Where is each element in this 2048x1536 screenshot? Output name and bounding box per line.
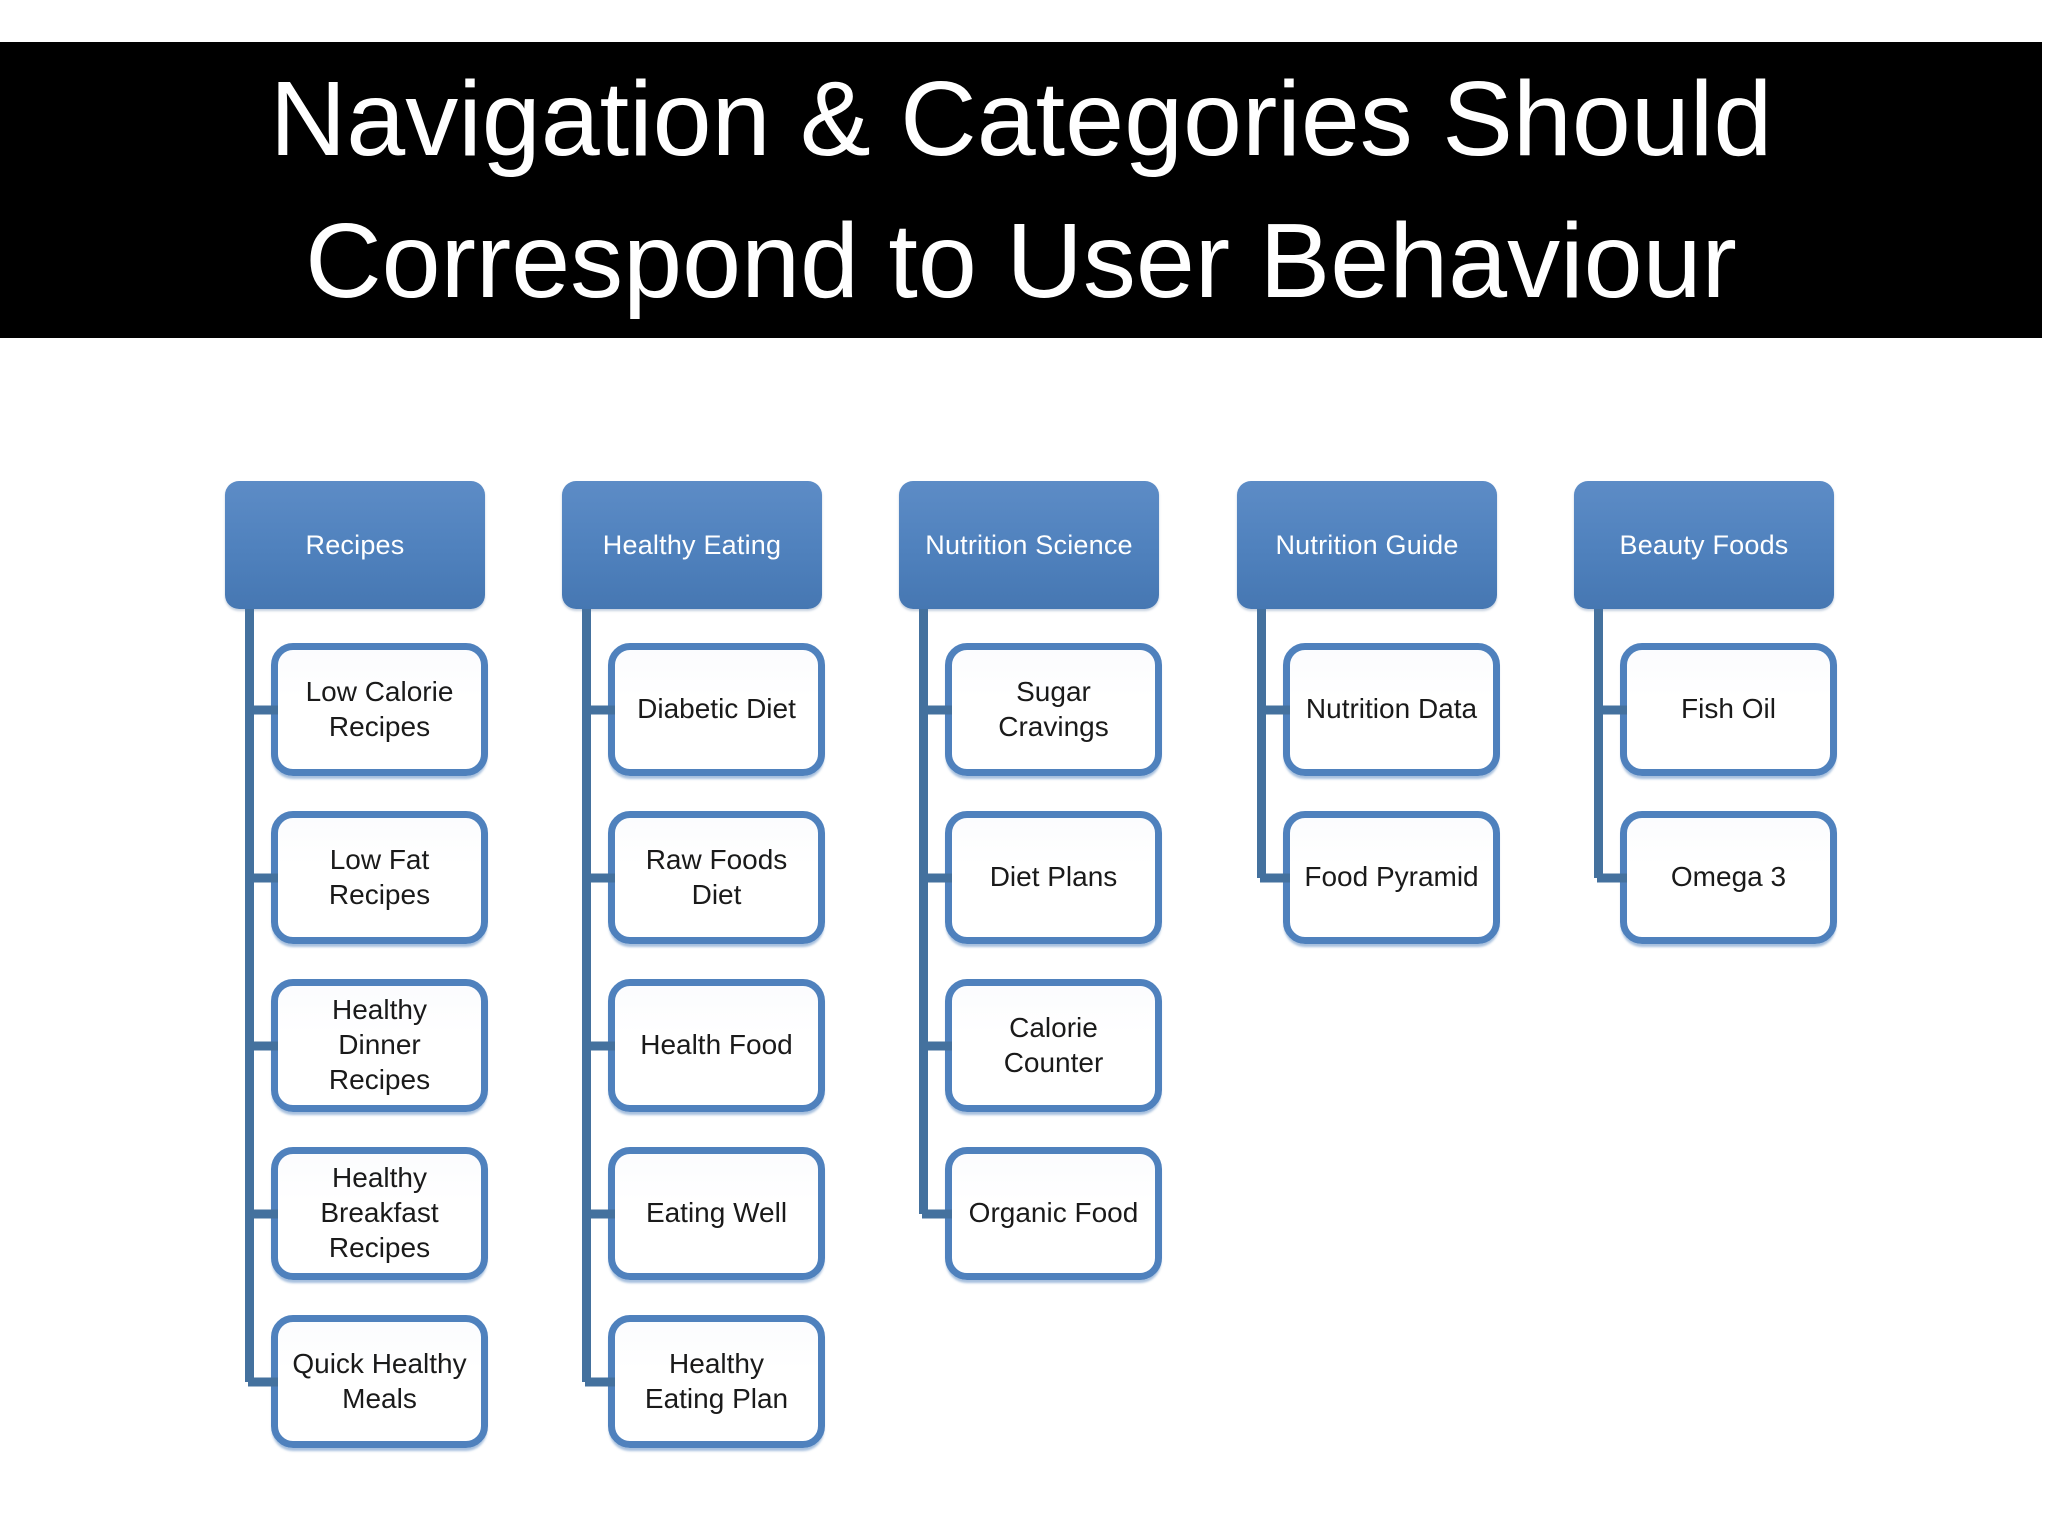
subcategory-label: Fish Oil (1681, 693, 1776, 725)
subcategory-box: Fish Oil (1620, 643, 1837, 776)
subcategory-label: Sugar Cravings (998, 675, 1109, 742)
subcategory-box: Low Calorie Recipes (271, 643, 488, 776)
subcategory-box: Diabetic Diet (608, 643, 825, 776)
slide-title-line-1: Navigation & Categories Should (269, 60, 1773, 178)
category-header-box: Nutrition Science (899, 481, 1159, 609)
category-header-label: Nutrition Guide (1275, 529, 1459, 560)
subcategory-label: Omega 3 (1670, 861, 1787, 893)
subcategory-label: Health Food (640, 1029, 793, 1061)
connector-vertical-line (1257, 609, 1266, 878)
connector-vertical-line (582, 609, 591, 1382)
subcategory-label: Food Pyramid (1304, 861, 1479, 893)
subcategory-box: Omega 3 (1620, 811, 1837, 944)
subcategory-box: Nutrition Data (1283, 643, 1500, 776)
category-header-box: Healthy Eating (562, 481, 822, 609)
category-header-label: Nutrition Science (925, 529, 1133, 560)
subcategory-box: Sugar Cravings (945, 643, 1162, 776)
subcategory-label: Organic Food (968, 1197, 1139, 1229)
subcategory-label: Quick Healthy Meals (292, 1347, 467, 1414)
subcategory-box: Quick Healthy Meals (271, 1315, 488, 1448)
connector-vertical-line (919, 609, 928, 1214)
subcategory-box: Healthy Dinner Recipes (271, 979, 488, 1112)
subcategory-box: Healthy Eating Plan (608, 1315, 825, 1448)
subcategory-label: Low Fat Recipes (328, 843, 431, 910)
subcategory-label: Low Calorie Recipes (305, 675, 454, 742)
category-header-label: Healthy Eating (602, 529, 782, 560)
connector-vertical-line (1594, 609, 1603, 878)
subcategory-label: Calorie Counter (1003, 1011, 1104, 1078)
category-header-label: Beauty Foods (1619, 529, 1789, 560)
subcategory-box: Organic Food (945, 1147, 1162, 1280)
category-header-box: Beauty Foods (1574, 481, 1834, 609)
subcategory-label: Diet Plans (989, 861, 1118, 893)
subcategory-box: Calorie Counter (945, 979, 1162, 1112)
category-header-label: Recipes (305, 529, 405, 560)
slide-title-line-2: Correspond to User Behaviour (305, 202, 1737, 320)
subcategory-label: Eating Well (645, 1197, 788, 1229)
title-banner: Navigation & Categories Should Correspon… (0, 42, 2042, 338)
subcategory-label: Healthy Dinner Recipes (328, 994, 431, 1095)
subcategory-box: Raw Foods Diet (608, 811, 825, 944)
category-header-box: Recipes (225, 481, 485, 609)
subcategory-box: Low Fat Recipes (271, 811, 488, 944)
subcategory-label: Diabetic Diet (637, 693, 796, 725)
subcategory-box: Food Pyramid (1283, 811, 1500, 944)
subcategory-label: Nutrition Data (1305, 693, 1478, 725)
category-header-box: Nutrition Guide (1237, 481, 1497, 609)
subcategory-label: Healthy Breakfast Recipes (320, 1162, 439, 1263)
subcategory-box: Health Food (608, 979, 825, 1112)
subcategory-box: Diet Plans (945, 811, 1162, 944)
subcategory-box: Eating Well (608, 1147, 825, 1280)
subcategory-label: Healthy Eating Plan (644, 1347, 789, 1414)
subcategory-box: Healthy Breakfast Recipes (271, 1147, 488, 1280)
subcategory-label: Raw Foods Diet (645, 843, 788, 910)
connector-vertical-line (245, 609, 254, 1382)
